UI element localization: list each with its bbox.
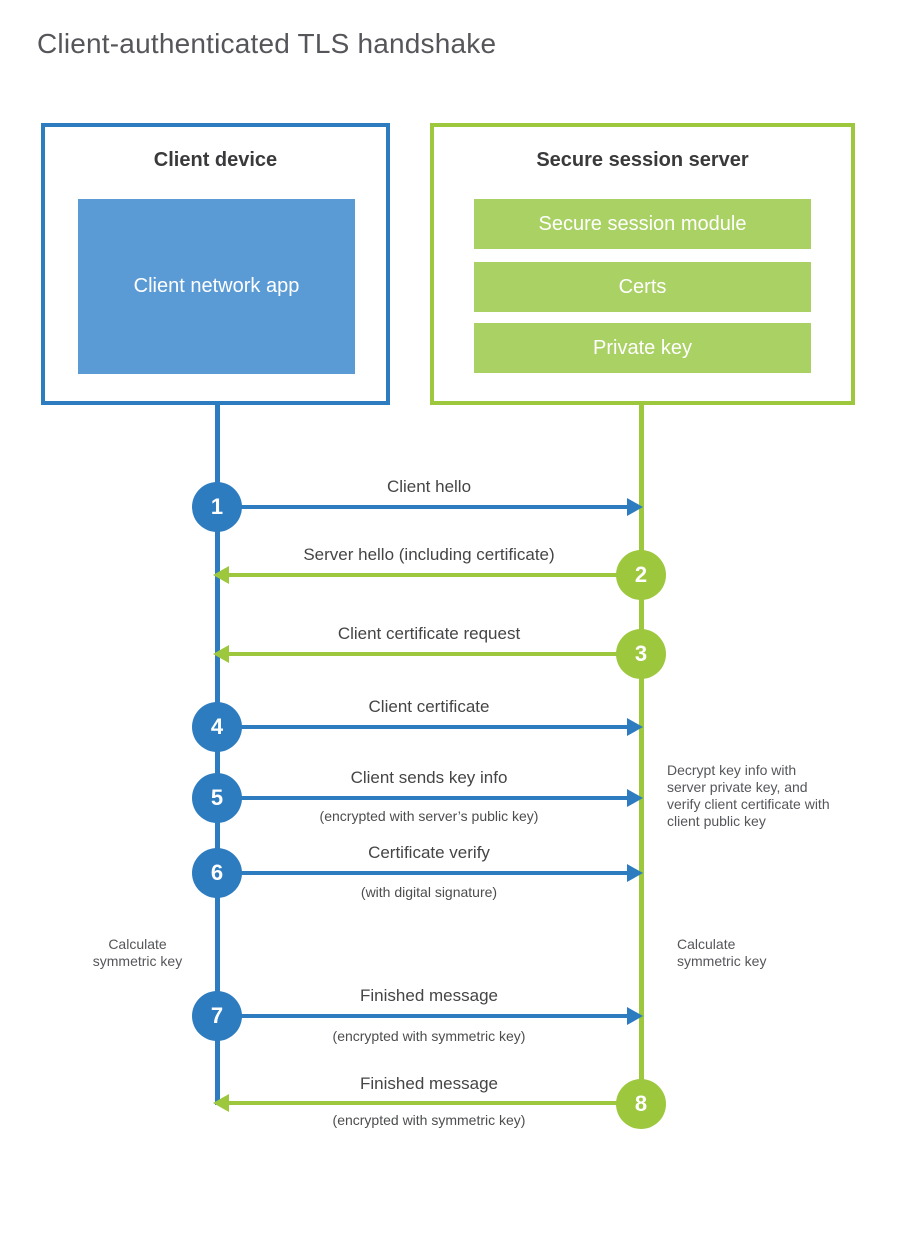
step-2-badge: 2 <box>616 550 666 600</box>
step-1-label: Client hello <box>386 477 472 496</box>
step-3-label: Client certificate request <box>337 624 521 643</box>
decrypt-key-note: Decrypt key info with server private key… <box>667 762 830 829</box>
step-5-sublabel: (encrypted with server’s public key) <box>319 808 539 824</box>
step-7-arrow-shaft <box>219 1014 627 1018</box>
calculate-symmetric-key-note-client: Calculate symmetric key <box>92 936 183 969</box>
step-8-arrow-shaft <box>229 1101 641 1105</box>
step-7-label: Finished message <box>360 986 498 1005</box>
step-3-badge: 3 <box>616 629 666 679</box>
step-8-arrowhead-icon <box>213 1094 229 1112</box>
step-8-label: Finished message <box>360 1074 498 1093</box>
step-6-sublabel: (with digital signature) <box>360 884 498 900</box>
secure-session-server-box: Secure session server Secure session mod… <box>430 123 855 405</box>
step-3-arrow-shaft <box>229 652 641 656</box>
secure-session-server-title: Secure session server <box>536 149 749 171</box>
step-8-badge: 8 <box>616 1079 666 1129</box>
step-4-badge: 4 <box>192 702 242 752</box>
step-6-label: Certificate verify <box>368 843 490 862</box>
client-network-app-label: Client network app <box>133 275 300 297</box>
step-6-arrow-shaft <box>219 871 627 875</box>
certs-bar: Certs <box>474 262 811 312</box>
step-6-badge: 6 <box>192 848 242 898</box>
step-7-sublabel: (encrypted with symmetric key) <box>332 1028 526 1044</box>
diagram-title: Client-authenticated TLS handshake <box>37 28 497 59</box>
step-4-label: Client certificate <box>368 697 490 716</box>
client-network-app-box: Client network app <box>78 199 355 374</box>
step-4-arrow-shaft <box>219 725 627 729</box>
step-3-arrowhead-icon <box>213 645 229 663</box>
step-1-arrowhead-icon <box>627 498 643 516</box>
step-2-arrowhead-icon <box>213 566 229 584</box>
step-1-badge: 1 <box>192 482 242 532</box>
step-8-sublabel: (encrypted with symmetric key) <box>332 1112 526 1128</box>
secure-session-module-bar: Secure session module <box>474 199 811 249</box>
client-device-box: Client device Client network app <box>41 123 390 405</box>
step-5-arrow-shaft <box>219 796 627 800</box>
step-7-arrowhead-icon <box>627 1007 643 1025</box>
step-2-arrow-shaft <box>229 573 641 577</box>
step-5-label: Client sends key info <box>350 768 508 787</box>
step-1-arrow-shaft <box>219 505 627 509</box>
private-key-bar: Private key <box>474 323 811 373</box>
step-7-badge: 7 <box>192 991 242 1041</box>
step-5-badge: 5 <box>192 773 242 823</box>
server-lifeline <box>639 401 644 1113</box>
client-lifeline <box>215 401 220 1105</box>
step-2-label: Server hello (including certificate) <box>303 545 555 564</box>
calculate-symmetric-key-note-server: Calculate symmetric key <box>677 936 767 969</box>
step-6-arrowhead-icon <box>627 864 643 882</box>
step-4-arrowhead-icon <box>627 718 643 736</box>
client-device-title: Client device <box>153 149 278 171</box>
step-5-arrowhead-icon <box>627 789 643 807</box>
